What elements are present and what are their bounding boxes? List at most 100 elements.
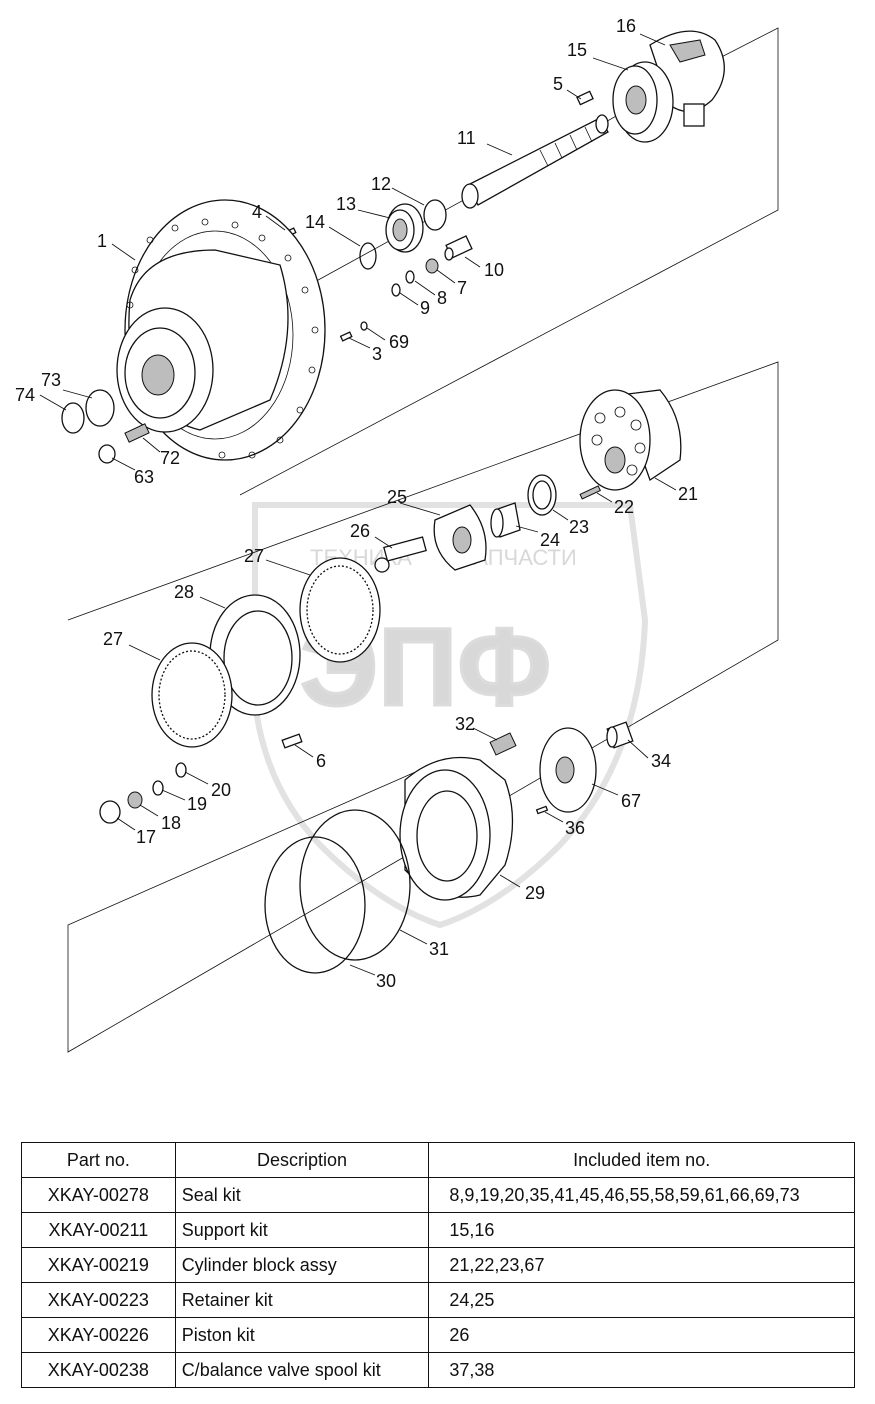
callout-27-lower: 27 xyxy=(103,629,123,649)
part-no-cell: XKAY-00211 xyxy=(21,1212,176,1248)
included-items-cell: 24,25 xyxy=(428,1282,855,1318)
part-21-cylinder-block xyxy=(579,389,682,491)
callout-10: 10 xyxy=(484,260,504,280)
table-row: XKAY-00211 Support kit 15,16 xyxy=(21,1212,855,1248)
part-no-cell: XKAY-00223 xyxy=(21,1282,176,1318)
callout-18: 18 xyxy=(161,813,181,833)
part-15-support xyxy=(612,61,674,143)
callout-34: 34 xyxy=(651,751,671,771)
part-18-nut xyxy=(127,791,143,809)
included-items-cell: 15,16 xyxy=(428,1212,855,1248)
part-7 xyxy=(425,258,439,274)
description-cell: Support kit xyxy=(174,1212,430,1248)
table-header-row: Part no. Description Included item no. xyxy=(21,1142,855,1178)
callout-74: 74 xyxy=(15,385,35,405)
part-19-oring xyxy=(152,780,164,796)
part-20-oring xyxy=(175,762,187,778)
table-row: XKAY-00278 Seal kit 8,9,19,20,35,41,45,4… xyxy=(21,1177,855,1213)
part-3-pin xyxy=(339,331,353,342)
callout-69: 69 xyxy=(389,332,409,352)
callout-29: 29 xyxy=(525,883,545,903)
callout-21: 21 xyxy=(678,484,698,504)
description-cell: C/balance valve spool kit xyxy=(174,1352,430,1388)
callout-28: 28 xyxy=(174,582,194,602)
callout-22: 22 xyxy=(614,497,634,517)
callout-63: 63 xyxy=(134,467,154,487)
exploded-parts-diagram: ТЕХНИКА ЗАПЧАСТИ ЭПФ xyxy=(15,16,779,1053)
description-cell: Seal kit xyxy=(174,1177,430,1213)
part-5-pin xyxy=(576,90,594,106)
callout-73: 73 xyxy=(41,370,61,390)
callout-12: 12 xyxy=(371,174,391,194)
callout-72: 72 xyxy=(160,448,180,468)
callout-5: 5 xyxy=(553,74,563,94)
part-32-spring xyxy=(489,732,517,756)
callout-20: 20 xyxy=(211,780,231,800)
callout-11: 11 xyxy=(457,128,476,148)
included-items-cell: 21,22,23,67 xyxy=(428,1247,855,1283)
callout-6: 6 xyxy=(316,751,326,771)
table-row: XKAY-00223 Retainer kit 24,25 xyxy=(21,1282,855,1318)
callout-23: 23 xyxy=(569,517,589,537)
callout-26: 26 xyxy=(350,521,370,541)
part-31-oring xyxy=(299,809,411,961)
part-no-cell: XKAY-00238 xyxy=(21,1352,176,1388)
part-16-cover xyxy=(649,30,725,127)
part-1-housing xyxy=(116,199,326,461)
part-11-shaft xyxy=(461,114,609,209)
callout-9: 9 xyxy=(420,298,430,318)
callout-17: 17 xyxy=(136,827,156,847)
part-30-oring xyxy=(264,836,366,974)
part-25-retainer xyxy=(433,504,487,571)
part-28-plate xyxy=(209,594,301,716)
included-items-cell: 8,9,19,20,35,41,45,46,55,58,59,61,66,69,… xyxy=(428,1177,855,1213)
part-8-oring xyxy=(405,270,415,284)
callout-8: 8 xyxy=(437,288,447,308)
description-cell: Retainer kit xyxy=(174,1282,430,1318)
part-22-pin xyxy=(579,485,601,500)
part-10-plug xyxy=(444,235,473,261)
included-items-cell: 37,38 xyxy=(428,1352,855,1388)
header-part-no: Part no. xyxy=(21,1142,176,1178)
leader-lines xyxy=(39,33,677,976)
table-row: XKAY-00238 C/balance valve spool kit 37,… xyxy=(21,1352,855,1388)
callout-13: 13 xyxy=(336,194,356,214)
part-no-cell: XKAY-00219 xyxy=(21,1247,176,1283)
callout-24: 24 xyxy=(540,530,560,550)
callout-31: 31 xyxy=(429,939,449,959)
part-6-pin xyxy=(281,733,303,749)
table-row: XKAY-00219 Cylinder block assy 21,22,23,… xyxy=(21,1247,855,1283)
callout-19: 19 xyxy=(187,794,207,814)
kit-table: Part no. Description Included item no. X… xyxy=(21,1142,855,1388)
callout-1: 1 xyxy=(97,231,107,251)
part-14-snap-ring xyxy=(359,242,377,270)
callout-16: 16 xyxy=(616,16,636,36)
callout-7: 7 xyxy=(457,278,467,298)
part-13-bearing xyxy=(385,203,424,253)
part-24-bushing xyxy=(490,502,521,538)
callout-30: 30 xyxy=(376,971,396,991)
part-69-oring xyxy=(360,321,368,331)
part-12-ring xyxy=(423,199,447,231)
callout-labels: 16 15 5 11 12 13 4 14 1 10 7 8 9 69 3 73… xyxy=(15,16,698,991)
part-26-piston xyxy=(374,536,427,573)
part-67-plate xyxy=(539,727,597,813)
callout-36: 36 xyxy=(565,818,585,838)
included-items-cell: 26 xyxy=(428,1317,855,1353)
description-cell: Piston kit xyxy=(174,1317,430,1353)
part-27-plate-upper xyxy=(299,557,381,663)
callout-4: 4 xyxy=(252,202,262,222)
part-29-cover xyxy=(399,756,514,901)
part-9-oring xyxy=(391,283,401,297)
part-27-plate-lower xyxy=(151,642,233,748)
table-row: XKAY-00226 Piston kit 26 xyxy=(21,1317,855,1353)
part-36-pin xyxy=(535,805,549,815)
part-63-nut xyxy=(98,444,116,464)
part-73-seal xyxy=(85,389,115,427)
part-no-cell: XKAY-00226 xyxy=(21,1317,176,1353)
part-74-snap-ring xyxy=(61,402,85,434)
callout-67: 67 xyxy=(621,791,641,811)
header-included-items: Included item no. xyxy=(428,1142,855,1178)
description-cell: Cylinder block assy xyxy=(174,1247,430,1283)
callout-3: 3 xyxy=(372,344,382,364)
